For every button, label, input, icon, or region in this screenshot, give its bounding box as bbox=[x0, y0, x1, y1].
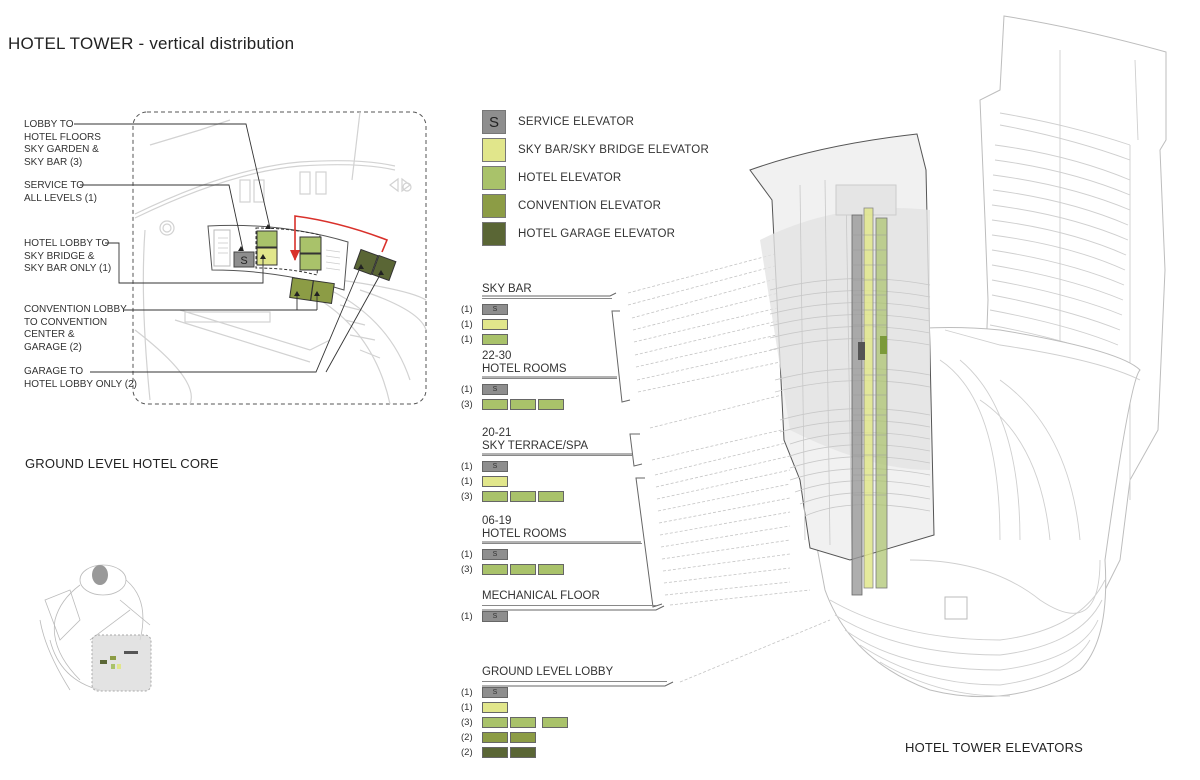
legend-item-hotel: HOTEL ELEVATOR bbox=[482, 166, 621, 190]
floor-mechanical: MECHANICAL FLOOR (1)S bbox=[461, 585, 657, 625]
legend-item-convention: CONVENTION ELEVATOR bbox=[482, 194, 661, 218]
plan-hotel-elevator bbox=[256, 230, 278, 248]
convention-swatch bbox=[482, 194, 506, 218]
plan-convention-elevator bbox=[289, 277, 314, 301]
tower-sky-bar-shaft bbox=[863, 207, 874, 589]
garage-swatch bbox=[482, 222, 506, 246]
plan-garage-elevator bbox=[371, 254, 397, 282]
plan-caption: GROUND LEVEL HOTEL CORE bbox=[25, 456, 219, 471]
tower-drawing bbox=[749, 15, 1167, 698]
red-flow-arrow bbox=[294, 215, 389, 260]
floor-ground-level-lobby: GROUND LEVEL LOBBY (1)S (1) (3) (2) (2) bbox=[461, 661, 667, 761]
plan-service-elevator bbox=[233, 251, 255, 268]
floor-hotel-rooms-06-19: 06-19 HOTEL ROOMS (1)S (3) bbox=[461, 515, 642, 578]
sky-bar-swatch bbox=[482, 138, 506, 162]
plan-hotel-elevator bbox=[299, 253, 322, 271]
plan-convention-elevator bbox=[310, 280, 335, 304]
hotel-swatch bbox=[482, 166, 506, 190]
legend-item-service: S SERVICE ELEVATOR bbox=[482, 110, 634, 134]
tower-service-shaft bbox=[851, 214, 863, 596]
floor-brackets bbox=[482, 292, 674, 687]
legend-item-garage: HOTEL GARAGE ELEVATOR bbox=[482, 222, 675, 246]
floor-hotel-rooms-22-30: 22-30 HOTEL ROOMS (1)S (3) bbox=[461, 350, 631, 413]
tower-hotel-shaft bbox=[875, 217, 888, 589]
page-title: HOTEL TOWER - vertical distribution bbox=[8, 34, 295, 53]
floor-sky-bar: SKY BAR (1)S (1) (1) bbox=[461, 270, 631, 348]
floor-sky-terrace-spa: 20-21 SKY TERRACE/SPA (1)S (1) (3) bbox=[461, 427, 632, 505]
legend-item-sky-bar: SKY BAR/SKY BRIDGE ELEVATOR bbox=[482, 138, 709, 162]
projection-lines bbox=[627, 249, 831, 683]
tower-caption: HOTEL TOWER ELEVATORS bbox=[905, 740, 1084, 755]
service-swatch: S bbox=[482, 110, 506, 134]
plan-sky-bar-elevator bbox=[256, 247, 278, 266]
plan-hotel-elevator bbox=[299, 236, 322, 254]
svg-text:S: S bbox=[240, 255, 247, 267]
key-plan-highlight bbox=[91, 634, 152, 692]
